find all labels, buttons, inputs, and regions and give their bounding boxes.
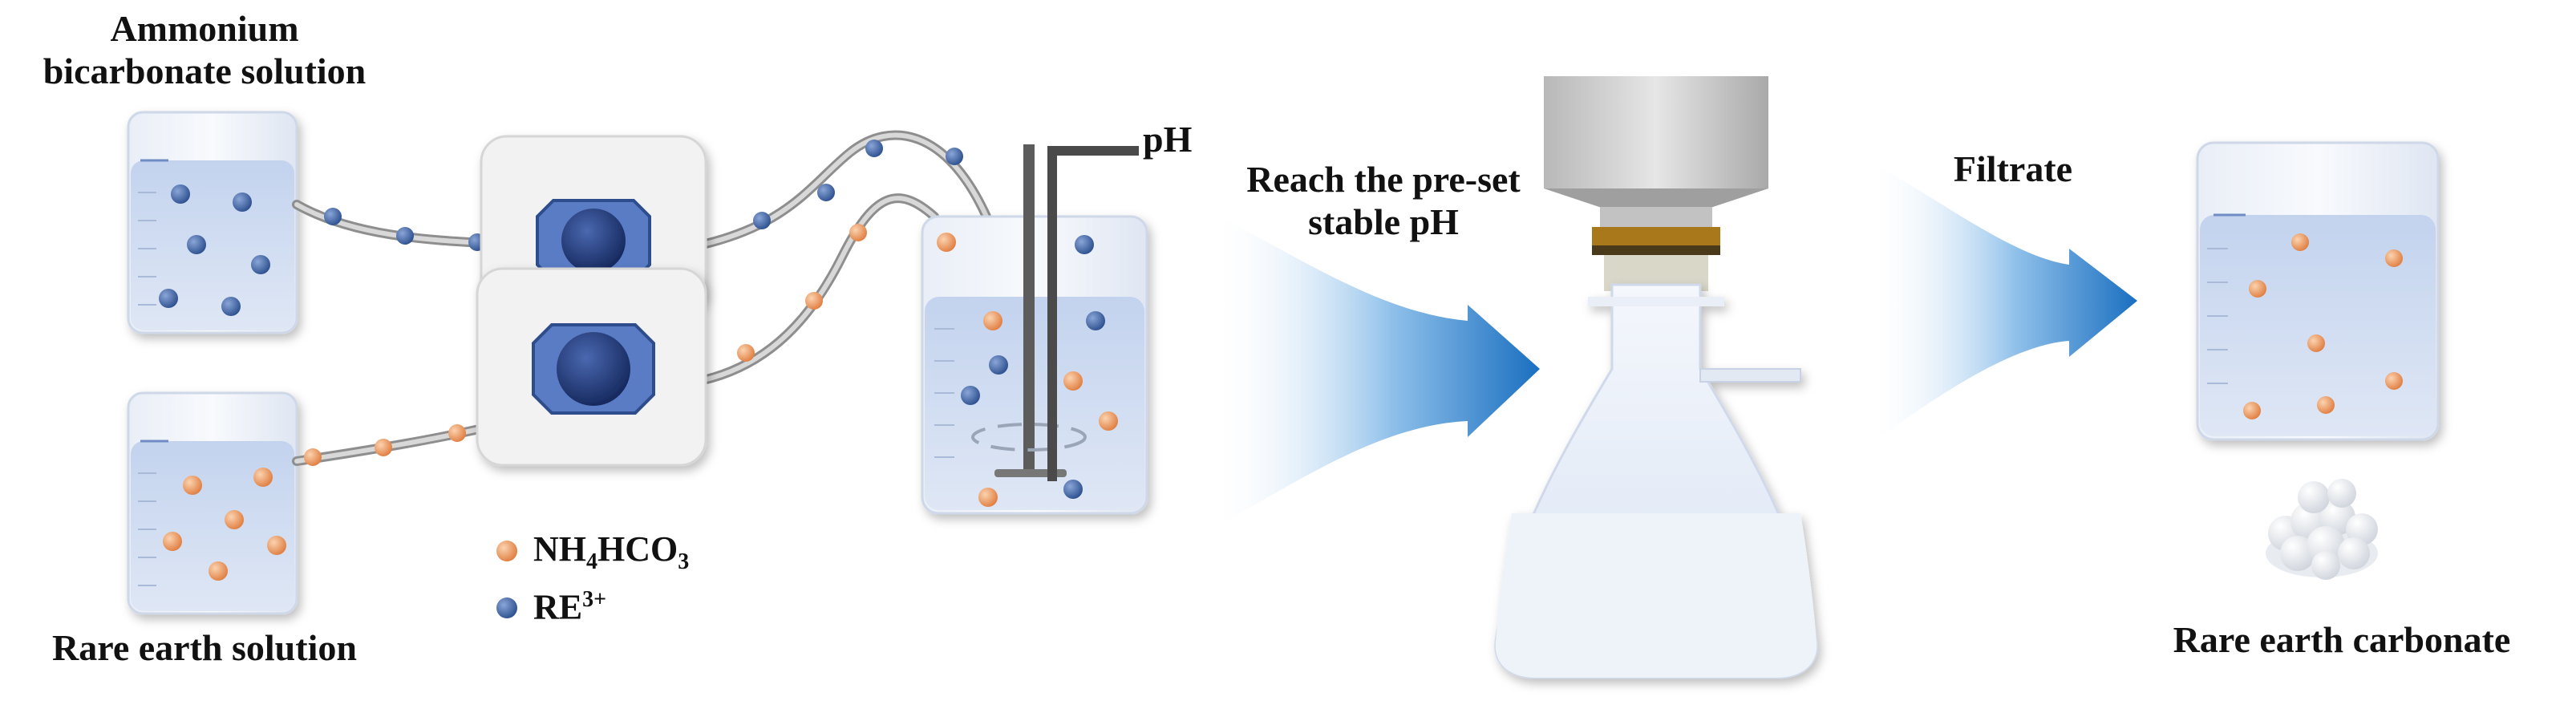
- legend-nh4hco3-sub1: 4: [586, 549, 597, 574]
- flask: [1494, 283, 1818, 679]
- ammonium-bicarbonate-label: Ammonium bicarbonate solution: [16, 8, 393, 93]
- stopper: [1592, 227, 1720, 291]
- ammonium-label-line2: bicarbonate solution: [43, 50, 367, 91]
- legend-orange-dot: [496, 541, 517, 561]
- legend-re-base: RE: [533, 587, 583, 627]
- ammonium-label-line1: Ammonium: [110, 8, 299, 49]
- rare-earth-solution-beaker: [127, 391, 298, 615]
- blue-particles-beaker-1: [159, 184, 270, 316]
- rare-earth-carbonate-label: Rare earth carbonate: [2173, 619, 2511, 660]
- legend-nh4hco3-part1: NH: [533, 529, 586, 569]
- funnel: [1544, 76, 1768, 231]
- legend-re: RE3+: [533, 587, 606, 628]
- filtrate-beaker: [2196, 141, 2440, 441]
- tube-particles: [304, 140, 963, 466]
- peristaltic-pump-lower: [476, 267, 707, 467]
- reaction-particles: [937, 233, 1118, 507]
- legend-nh4hco3-sub2: 3: [678, 549, 690, 574]
- reach-ph-label: Reach the pre-set stable pH: [1203, 159, 1564, 244]
- legend-nh4hco3: NH4HCO3: [533, 529, 689, 575]
- legend-nh4hco3-part2: HCO: [597, 529, 678, 569]
- orange-particles-beaker-2: [163, 468, 286, 581]
- ammonium-bicarbonate-beaker: [127, 111, 298, 334]
- reach-label-line2: stable pH: [1308, 201, 1459, 242]
- legend-re-sup: 3+: [582, 587, 607, 612]
- legend-blue-dot: [496, 598, 517, 618]
- filtrate-label: Filtrate: [1953, 148, 2073, 189]
- arrow-filtrate: [1869, 160, 2137, 445]
- ph-label: pH: [1143, 119, 1193, 160]
- filtrate-particles: [2243, 233, 2403, 419]
- rare-earth-solution-label: Rare earth solution: [52, 627, 357, 668]
- filtration-apparatus: [1494, 76, 1818, 679]
- reach-label-line1: Reach the pre-set: [1246, 159, 1521, 200]
- ph-probe: [1047, 146, 1139, 481]
- carbonate-precipitate: [2266, 479, 2378, 580]
- arrow-reach-ph: [1211, 213, 1540, 529]
